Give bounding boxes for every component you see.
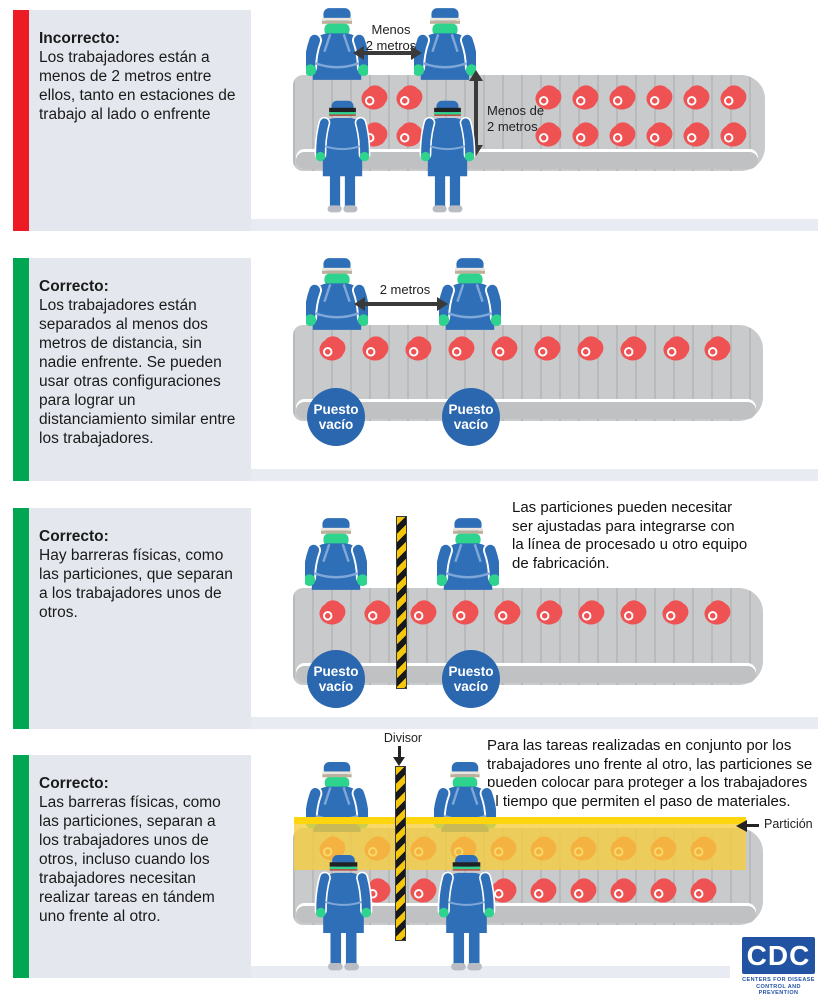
panel3-body: Hay barreras físicas, como las particion…: [39, 547, 233, 621]
conveyor-belt: [293, 325, 763, 421]
incorrect-status-bar: [13, 10, 29, 231]
worker-back-figure: [311, 850, 376, 972]
divider-pole: [396, 516, 407, 689]
divisor-label: Divisor: [383, 731, 423, 745]
partition-band: [294, 817, 746, 870]
cdc-logo-caption: CENTERS FOR DISEASE CONTROL AND PREVENTI…: [742, 977, 815, 996]
panel3-heading: Correcto:: [39, 528, 109, 545]
divisor-arrow-icon: [398, 746, 401, 758]
partition-top-edge: [294, 817, 746, 824]
panel4-note: Para las tareas realizadas en conjunto p…: [487, 737, 813, 810]
divisor-arrow-head-icon: [393, 757, 405, 766]
panel2-text-card: Correcto: Los trabajadores están separad…: [29, 258, 251, 481]
correct-status-bar: [13, 258, 29, 481]
distance-label: 2 metros: [379, 282, 431, 297]
correct-status-bar: [13, 755, 29, 978]
particion-arrow-head-icon: [736, 820, 747, 832]
empty-station-badge: Puesto vacío: [307, 388, 365, 446]
double-arrow-horizontal-icon: [353, 46, 422, 60]
empty-station-badge: Puesto vacío: [307, 650, 365, 708]
panel4-heading: Correcto:: [39, 775, 109, 792]
cdc-logo: CDC: [742, 937, 815, 974]
worker-front-figure: [305, 518, 367, 590]
distance-label-horizontal: Menos 2 metros: [365, 22, 417, 53]
particion-arrow-icon: [746, 824, 759, 827]
panel1-text-card: Incorrecto: Los trabajadores están a men…: [29, 10, 251, 231]
belt-roller: [296, 152, 758, 169]
panel2-body: Los trabajadores están separados al meno…: [39, 297, 236, 447]
belt-roller: [296, 666, 756, 683]
worker-front-figure: [437, 518, 499, 590]
double-arrow-horizontal-icon: [354, 297, 448, 311]
double-arrow-vertical-icon: [469, 70, 483, 156]
panel3-text-card: Correcto: Hay barreras físicas, como las…: [29, 508, 251, 729]
panel1-heading: Incorrecto:: [39, 30, 120, 47]
distance-label-vertical: Menos de 2 metros: [487, 103, 545, 134]
empty-station-badge: Puesto vacío: [442, 388, 500, 446]
belt-roller: [296, 906, 756, 923]
worker-front-figure: [306, 258, 368, 330]
belt-roller: [296, 402, 756, 419]
panel4-body: Las barreras físicas, como las particion…: [39, 794, 221, 925]
panel2-heading: Correcto:: [39, 278, 109, 295]
worker-back-figure: [416, 96, 479, 214]
divider-pole: [395, 766, 406, 941]
panel4-text-card: Correcto: Las barreras físicas, como las…: [29, 755, 251, 978]
correct-status-bar: [13, 508, 29, 729]
worker-back-figure: [434, 850, 499, 972]
panel1-body: Los trabajadores están a menos de 2 metr…: [39, 49, 236, 123]
worker-front-figure: [439, 258, 501, 330]
empty-station-badge: Puesto vacío: [442, 650, 500, 708]
particion-label: Partición: [764, 817, 813, 831]
worker-back-figure: [311, 96, 374, 214]
panel3-note: Las particiones pueden necesitar ser aju…: [512, 499, 748, 572]
cdc-logo-text: CDC: [746, 939, 811, 971]
